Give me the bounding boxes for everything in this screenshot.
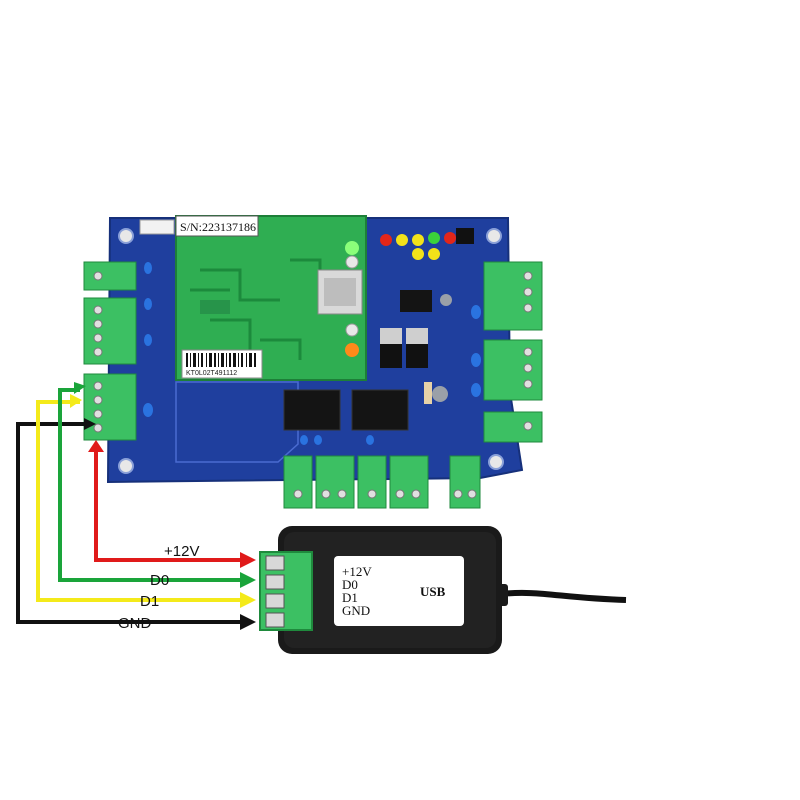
status-led-red	[380, 234, 392, 246]
barcode-number: KT0L02T491112	[186, 370, 237, 377]
blue-capacitors	[143, 262, 481, 445]
access-control-board: S/N:223137186	[83, 215, 543, 509]
arrow-gnd-board	[84, 418, 96, 430]
adapter-pin-12v: +12V	[342, 564, 372, 579]
adapter-pin-d1: D1	[342, 590, 358, 605]
wire-gnd	[16, 422, 242, 624]
adapter-usb-label: USB	[420, 584, 446, 599]
mounting-hole	[118, 458, 134, 474]
wire-d0	[58, 388, 242, 582]
ic-chip	[400, 290, 432, 312]
mounting-hole	[486, 228, 502, 244]
wire-label-gnd: GND	[118, 615, 152, 632]
wire-12v	[94, 446, 242, 562]
mounting-hole	[118, 228, 134, 244]
jumper-header	[456, 228, 474, 244]
wiring	[16, 388, 242, 624]
status-led-red	[444, 232, 456, 244]
module-led-green	[345, 241, 359, 255]
adapter-pin-gnd: GND	[342, 603, 370, 618]
arrow-d1-adapter	[240, 592, 256, 608]
arrow-gnd-adapter	[240, 614, 256, 630]
capacitor	[432, 386, 448, 402]
barcode-bars	[186, 353, 256, 367]
arrow-d0-adapter	[240, 572, 256, 588]
status-led-yellow	[412, 248, 424, 260]
relay	[283, 389, 341, 431]
status-led-yellow	[428, 248, 440, 260]
arrow-d0-board	[74, 382, 86, 394]
wire-label-12v: +12V	[164, 543, 199, 560]
left-terminal-blocks	[83, 261, 137, 441]
usb-wiegand-adapter: +12V D0 D1 GND USB	[259, 526, 627, 654]
mounting-hole	[488, 454, 504, 470]
capacitor	[440, 294, 452, 306]
resistor	[424, 382, 432, 404]
arrow-12v-board	[88, 440, 104, 452]
bottom-terminal-blocks	[283, 455, 481, 509]
status-led-green	[428, 232, 440, 244]
module-led-orange	[345, 343, 359, 357]
relay	[351, 389, 409, 431]
status-led-yellow	[412, 234, 424, 246]
network-module: S/N:223137186	[175, 215, 367, 381]
wire-label-d0: D0	[150, 572, 169, 589]
wire-arrowheads	[70, 382, 256, 630]
header-connector	[139, 219, 175, 235]
right-terminal-blocks	[483, 261, 543, 443]
adapter-label-plate	[334, 556, 464, 626]
status-led-yellow	[396, 234, 408, 246]
serial-number-label: S/N:223137186	[180, 220, 256, 234]
wire-label-d1: D1	[140, 593, 159, 610]
status-led-row	[380, 228, 474, 260]
voltage-regulators	[380, 328, 428, 368]
arrow-12v-adapter	[240, 552, 256, 568]
pcb-silkscreen-outline	[175, 381, 299, 463]
adapter-pin-d0: D0	[342, 577, 358, 592]
arrow-d1-board	[70, 394, 82, 408]
usb-cable	[499, 589, 627, 603]
